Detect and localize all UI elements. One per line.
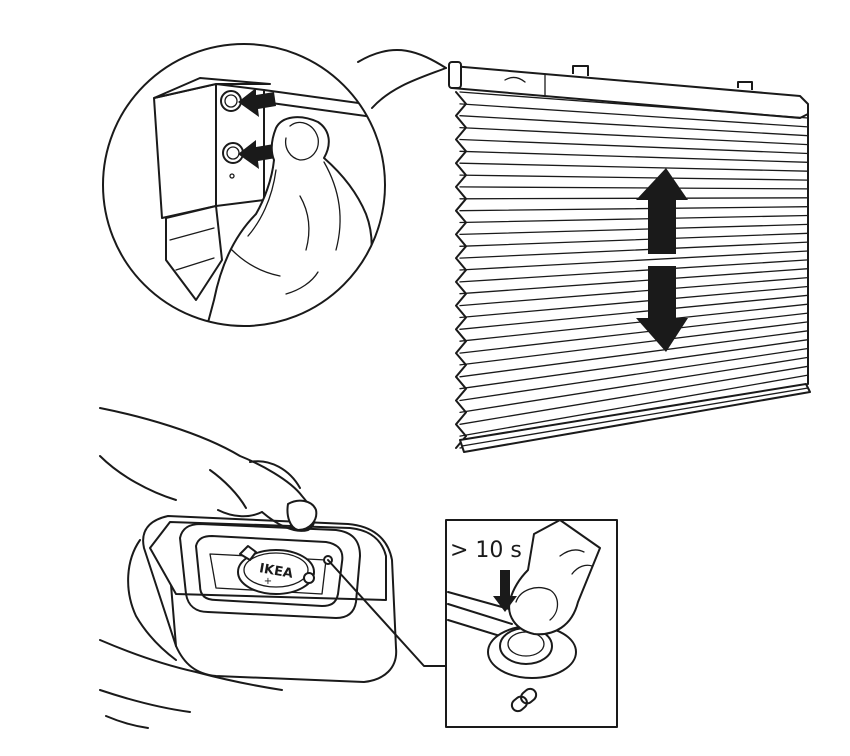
blind-headrail xyxy=(448,61,809,119)
finger-pressing xyxy=(508,519,601,636)
pleat-line xyxy=(459,214,809,224)
battery-polarity-text: + xyxy=(264,576,272,587)
pleat-line xyxy=(459,347,809,402)
link-icon xyxy=(510,687,538,713)
pleat-line xyxy=(459,365,809,425)
coin-battery: IKEA + xyxy=(237,549,315,595)
pleated-blind xyxy=(448,61,811,453)
pleat-line xyxy=(459,250,809,271)
up-down-arrow-icon xyxy=(636,168,688,352)
inset-pairing-detail: > 10 s xyxy=(445,519,618,728)
pleat-line xyxy=(459,232,809,247)
down-arrow-icon xyxy=(493,570,517,612)
left-arrow-icon xyxy=(238,88,276,169)
pleat-line xyxy=(459,356,809,414)
pleat-line xyxy=(459,294,809,330)
pleat-line xyxy=(459,276,809,307)
device-button-top[interactable] xyxy=(220,90,242,112)
hand-holding-remote xyxy=(99,407,318,729)
pleat-line xyxy=(459,268,809,295)
pleat-line xyxy=(459,91,809,119)
pleat-line xyxy=(459,150,809,163)
blind-pleats xyxy=(459,91,809,449)
pleat-line xyxy=(459,115,809,137)
pleat-line xyxy=(459,285,809,319)
pleat-line xyxy=(459,186,809,190)
pleat-line xyxy=(459,126,809,146)
blind-bottom-rail xyxy=(459,383,811,453)
remote-control-open: IKEA + xyxy=(99,407,398,729)
pleat-line xyxy=(459,174,809,181)
pleat-line xyxy=(459,103,809,128)
pleat-line xyxy=(459,303,809,342)
pleat-line xyxy=(459,241,809,259)
pleat-line xyxy=(459,206,809,212)
pleat-line xyxy=(459,138,809,155)
magnifier-circle xyxy=(102,43,386,327)
pleat-line xyxy=(459,162,809,172)
pleat-line xyxy=(459,321,809,366)
pleat-line xyxy=(459,197,809,200)
battery-brand-text: IKEA xyxy=(258,561,294,582)
pleat-line xyxy=(459,339,809,390)
pleat-line xyxy=(459,374,809,437)
pleat-line xyxy=(459,223,809,236)
timer-label: > 10 s xyxy=(450,538,522,563)
magnifier-callout xyxy=(102,43,447,327)
callout-connector xyxy=(327,559,447,667)
pleat-line xyxy=(459,330,809,378)
inset-frame xyxy=(445,519,618,728)
pleat-line xyxy=(459,312,809,354)
pleat-line xyxy=(459,259,809,283)
